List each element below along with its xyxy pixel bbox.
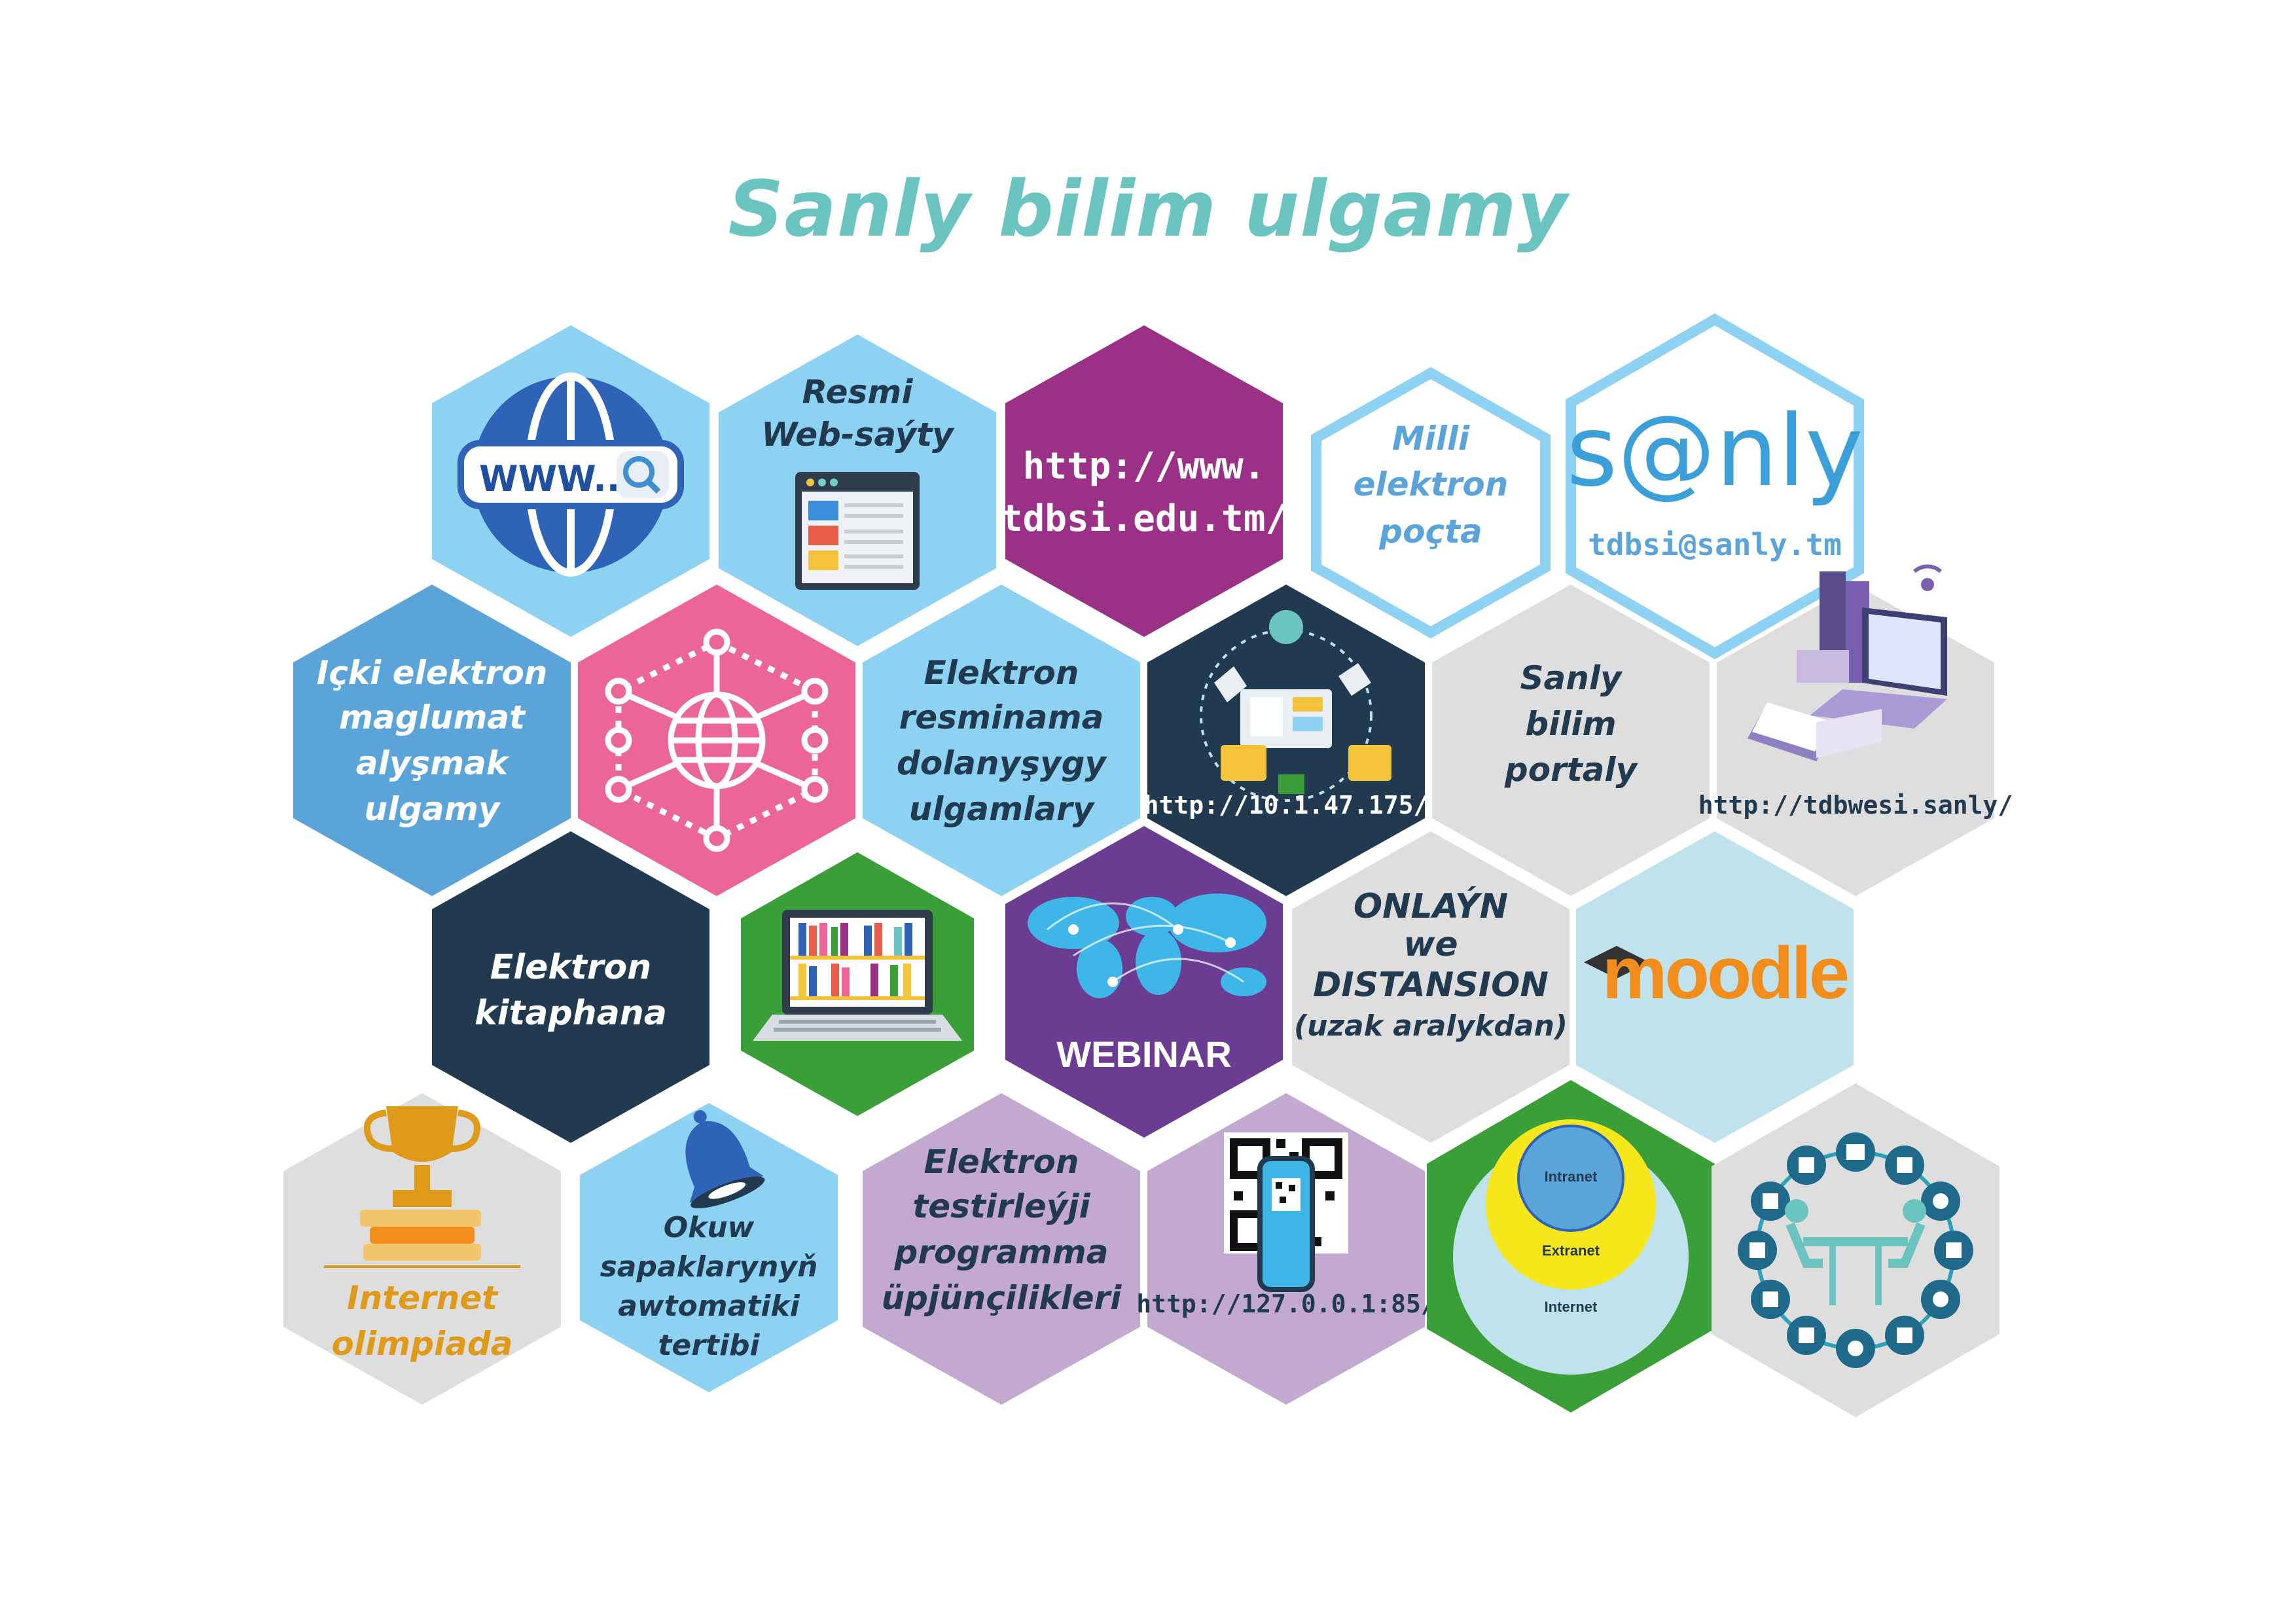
hex-test-url[interactable]: http://127.0.0.1:85/ xyxy=(1136,1093,1436,1405)
hex-bg xyxy=(1432,585,1710,896)
doc-flow-line1: Elektron xyxy=(924,654,1079,692)
laptop-bookshelf-icon xyxy=(753,910,962,1041)
olympiad-line2: olimpiada xyxy=(332,1325,513,1363)
email-line3: poçta xyxy=(1378,513,1482,550)
hex-schedule[interactable]: Okuw sapaklarynyň awtomatiki tertibi xyxy=(580,1097,838,1392)
www-text: WWW... xyxy=(479,458,634,499)
testing-line2: testirleýji xyxy=(912,1187,1090,1225)
hex-olympiad[interactable]: Internet olimpiada xyxy=(283,1093,561,1405)
internal-line3: alyşmak xyxy=(356,744,510,782)
hex-internal-exchange[interactable]: Içki elektron maglumat alyşmak ulgamy xyxy=(293,585,571,896)
globe-www-icon: WWW... xyxy=(457,372,684,577)
hex-bg xyxy=(293,585,571,896)
qr-phone-icon xyxy=(1224,1132,1348,1292)
browser-window-icon xyxy=(795,472,920,590)
internal-line2: maglumat xyxy=(339,698,526,736)
doc-flow-line2: resminama xyxy=(899,698,1104,736)
hex-bg xyxy=(1311,367,1551,639)
testing-line3: programma xyxy=(894,1233,1109,1271)
online-line4: (uzak aralykdan) xyxy=(1294,1009,1568,1043)
email-line1: Milli xyxy=(1392,420,1470,458)
library-line1: Elektron xyxy=(490,948,651,987)
hex-library-icon[interactable] xyxy=(741,852,974,1116)
nets-inner: Intranet xyxy=(1545,1168,1598,1185)
test-url: http://127.0.0.1:85/ xyxy=(1136,1290,1436,1318)
hex-sanly[interactable]: s@nly tdbsi@sanly.tm xyxy=(1566,313,1864,660)
doc-server-url: http://10.1.47.175/ xyxy=(1144,791,1429,820)
bell-icon xyxy=(685,1110,765,1209)
hex-webinar[interactable]: WEBINAR xyxy=(1005,826,1283,1138)
sanly-address: tdbsi@sanly.tm xyxy=(1588,527,1842,562)
internal-line1: Içki elektron xyxy=(317,654,548,692)
hex-nets[interactable]: Intranet Extranet Internet xyxy=(1427,1080,1715,1413)
elearning-circle-icon xyxy=(1738,1132,1973,1368)
hex-online[interactable]: ONLAÝN we DISTANSION (uzak aralykdan) xyxy=(1292,831,1570,1143)
hex-moodle[interactable]: moodle xyxy=(1576,831,1854,1143)
hex-doc-flow[interactable]: Elektron resminama dolanyşygy ulgamlary xyxy=(863,585,1140,896)
portal-line1: Sanly xyxy=(1520,659,1623,697)
hex-bg xyxy=(863,1093,1140,1405)
portal-url: http://tdbwesi.sanly/ xyxy=(1698,791,2013,820)
testing-line4: üpjünçilikleri xyxy=(882,1279,1122,1317)
site-url-line2: tdbsi.edu.tm/ xyxy=(1001,497,1287,540)
hex-bg xyxy=(580,1103,838,1392)
portal-line3: portaly xyxy=(1504,751,1639,789)
doc-flow-line3: dolanyşygy xyxy=(897,744,1107,782)
official-site-line1: Resmi xyxy=(802,373,914,411)
online-line2: we xyxy=(1403,925,1458,964)
page-title: Sanly bilim ulgamy xyxy=(728,164,1568,254)
schedule-line3: awtomatiki xyxy=(618,1290,800,1323)
hex-bg xyxy=(1566,313,1864,660)
doc-flow-line4: ulgamlary xyxy=(909,790,1096,828)
online-line3: DISTANSION xyxy=(1313,965,1549,1005)
email-line2: elektron xyxy=(1354,465,1509,503)
hex-bg xyxy=(1712,1083,2000,1417)
hex-bg xyxy=(1576,831,1854,1143)
trophy-books-icon xyxy=(324,1106,520,1268)
schedule-line4: tertibi xyxy=(658,1329,760,1362)
hex-doc-server[interactable]: http://10.1.47.175/ xyxy=(1144,585,1429,896)
nets-middle: Extranet xyxy=(1542,1242,1600,1259)
schedule-line1: Okuw xyxy=(664,1211,755,1244)
official-site-line2: Web-saýty xyxy=(761,416,955,454)
online-line1: ONLAÝN xyxy=(1354,886,1508,926)
schedule-line2: sapaklarynyň xyxy=(600,1250,818,1284)
hex-bg xyxy=(432,831,709,1143)
world-map-icon xyxy=(1028,893,1266,998)
site-url-line1: http://www. xyxy=(1023,445,1266,488)
sanly-logo: s@nly xyxy=(1566,395,1863,509)
hex-email[interactable]: Milli elektron poçta xyxy=(1311,367,1551,639)
document-exchange-icon xyxy=(1200,610,1391,802)
portal-line2: bilim xyxy=(1525,705,1616,743)
hex-portal[interactable]: Sanly bilim portaly xyxy=(1432,585,1710,896)
graduation-cap-icon xyxy=(1584,946,1649,979)
hex-site-url[interactable]: http://www. tdbsi.edu.tm/ xyxy=(1001,325,1287,637)
hex-bg xyxy=(863,585,1140,896)
hex-bg xyxy=(1292,831,1570,1143)
olympiad-line1: Internet xyxy=(347,1279,499,1317)
network-globe-icon xyxy=(605,628,829,852)
hex-elearning[interactable] xyxy=(1712,1083,2000,1417)
nets-outer: Internet xyxy=(1545,1299,1598,1315)
library-line2: kitaphana xyxy=(475,994,667,1033)
moodle-logo: moodle xyxy=(1602,932,1848,1014)
webinar-label: WEBINAR xyxy=(1056,1034,1232,1075)
hex-bg xyxy=(1005,325,1283,637)
hex-portal-url[interactable]: http://tdbwesi.sanly/ xyxy=(1698,564,2013,896)
hex-network[interactable] xyxy=(578,585,855,896)
hex-official-site[interactable]: Resmi Web-saýty xyxy=(719,334,996,646)
testing-line1: Elektron xyxy=(924,1143,1079,1181)
laptop-books-icon xyxy=(1748,564,1947,761)
hex-library[interactable]: Elektron kitaphana xyxy=(432,831,709,1143)
hex-testing[interactable]: Elektron testirleýji programma üpjünçili… xyxy=(863,1093,1140,1405)
internal-line4: ulgamy xyxy=(365,790,501,828)
